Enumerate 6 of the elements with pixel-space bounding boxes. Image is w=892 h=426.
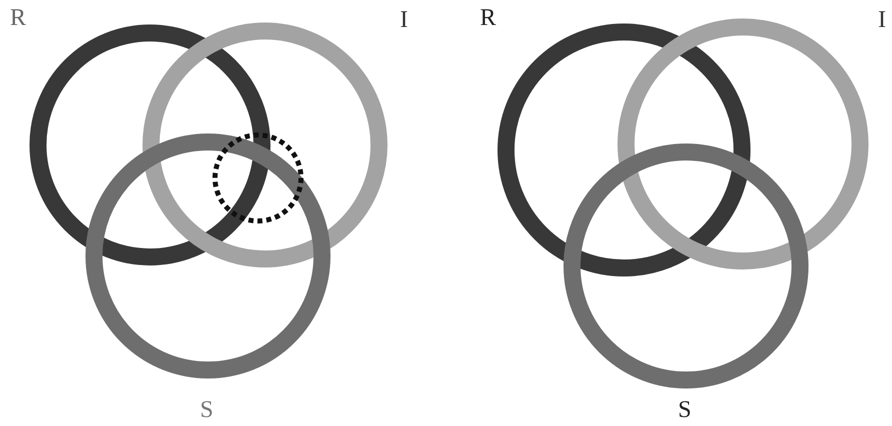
ring-label: R (480, 6, 496, 30)
ring-label: I (400, 8, 408, 32)
ring-label: S (200, 398, 214, 422)
ring-label: I (878, 8, 886, 32)
ring-label: S (678, 398, 692, 422)
ring-label: R (10, 6, 26, 30)
